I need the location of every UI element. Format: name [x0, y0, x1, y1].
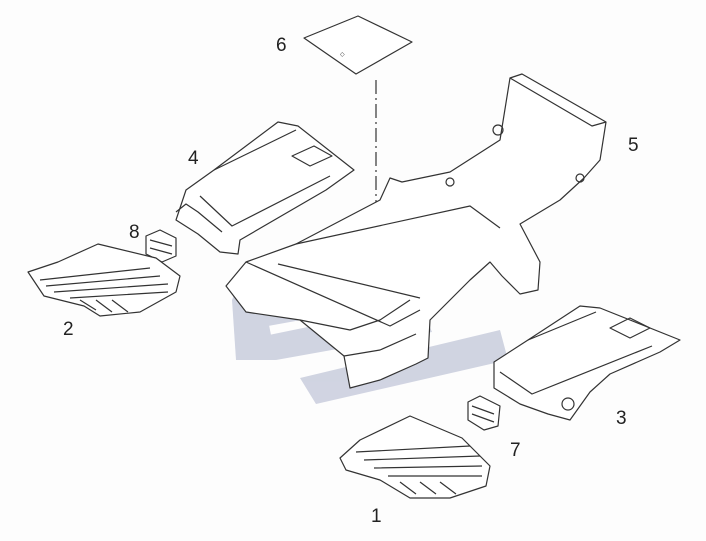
- callout-4: 4: [188, 148, 199, 169]
- part-1-floor-mat: [339, 415, 491, 499]
- callout-8: 8: [129, 222, 140, 243]
- part-6-label-sheet: ◇: [303, 15, 413, 75]
- callout-5: 5: [628, 135, 639, 156]
- part-2-floor-mat: [27, 243, 181, 317]
- callout-3: 3: [616, 408, 627, 429]
- part-8-clip: [145, 229, 177, 263]
- callout-2: 2: [63, 319, 74, 340]
- part-4-side-panel: [175, 121, 355, 255]
- callout-1: 1: [371, 506, 382, 527]
- svg-text:◇: ◇: [340, 52, 345, 58]
- callout-7: 7: [510, 440, 521, 461]
- part-7-clip: [467, 395, 501, 431]
- part-3-side-panel: [493, 305, 681, 421]
- callout-6: 6: [276, 35, 287, 56]
- part-5-floor-covering: [225, 73, 607, 389]
